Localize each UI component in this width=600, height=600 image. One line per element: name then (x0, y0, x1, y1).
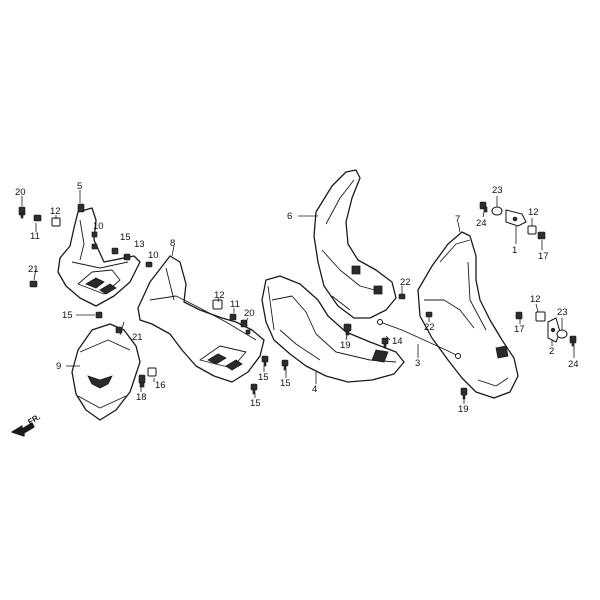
callout-15: 15 (120, 232, 131, 243)
callout-24: 24 (476, 218, 487, 229)
callout-23: 23 (492, 185, 503, 196)
callout-6: 6 (287, 211, 292, 222)
callout-17: 17 (514, 324, 525, 335)
callout-14: 14 (392, 336, 403, 347)
callout-7: 7 (455, 214, 460, 225)
part-2-bracket (547, 317, 561, 343)
callout-21: 21 (28, 264, 39, 275)
callout-8: 8 (170, 238, 175, 249)
callout-11: 11 (30, 231, 40, 242)
callout-22: 22 (400, 277, 411, 288)
callout-4: 4 (312, 384, 317, 395)
front-direction-label: FR. (26, 412, 42, 426)
callout-1: 1 (512, 245, 517, 256)
part-5-inner-bracket (57, 207, 141, 307)
callout-labels: 20 5 11 12 10 15 13 10 8 21 15 21 9 16 1… (15, 181, 579, 415)
callout-17: 17 (538, 251, 549, 262)
part-8-center-lower-panel (137, 255, 265, 383)
callout-2: 2 (549, 346, 554, 357)
callout-10: 10 (148, 250, 159, 261)
callout-16: 16 (155, 380, 166, 391)
callout-24: 24 (568, 359, 579, 370)
callout-10: 10 (93, 221, 104, 232)
callout-13: 13 (134, 239, 145, 250)
callout-12: 12 (50, 206, 61, 217)
part-4-center-cover (261, 275, 405, 383)
callout-11: 11 (230, 299, 240, 310)
front-direction-arrow: FR. (11, 412, 42, 437)
hardware-fasteners (18, 201, 577, 400)
part-3-cable (377, 319, 461, 359)
callout-20: 20 (244, 308, 255, 319)
part-7-right-side-panel (417, 231, 519, 399)
callout-9: 9 (56, 361, 61, 372)
callout-18: 18 (136, 392, 147, 403)
callout-15: 15 (258, 372, 269, 383)
callout-21: 21 (132, 332, 143, 343)
callout-12: 12 (530, 294, 541, 305)
part-1-bracket (505, 209, 527, 227)
leader-lines (21, 190, 575, 404)
part-9-front-lower-cover (71, 323, 141, 421)
callout-15: 15 (62, 310, 73, 321)
callout-20: 20 (15, 187, 26, 198)
callout-15: 15 (280, 378, 291, 389)
callout-12: 12 (214, 290, 225, 301)
callout-19: 19 (458, 404, 469, 415)
callout-22: 22 (424, 322, 435, 333)
callout-15: 15 (250, 398, 261, 409)
callout-3: 3 (415, 358, 420, 369)
callout-5: 5 (77, 181, 82, 192)
callout-23: 23 (557, 307, 568, 318)
part-6-side-panel (313, 169, 397, 319)
callout-12: 12 (528, 207, 539, 218)
callout-19: 19 (340, 340, 351, 351)
